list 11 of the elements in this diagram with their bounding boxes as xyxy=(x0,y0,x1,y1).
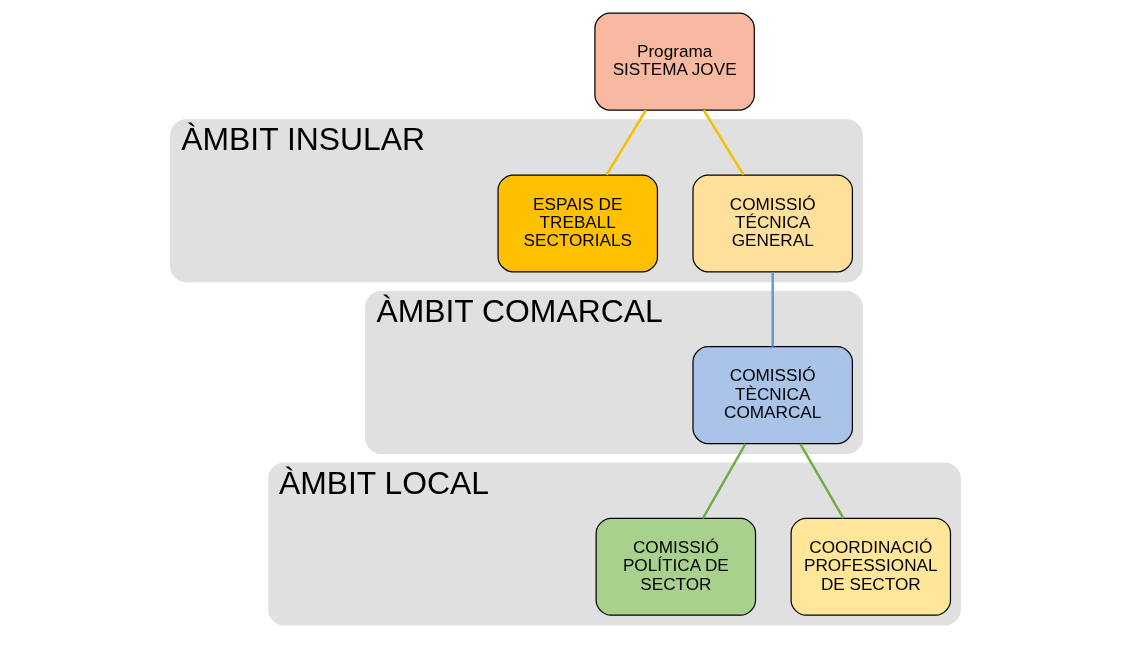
connector xyxy=(798,443,844,519)
node-box: Programa SISTEMA JOVE xyxy=(593,12,755,111)
connector xyxy=(702,109,745,176)
node-box: COMISSIÓ TÉCNICA GENERAL xyxy=(691,174,853,273)
node-box: COMISSIÓ POLÍTICA DE SECTOR xyxy=(595,517,756,616)
connector xyxy=(770,272,774,347)
node-box: COORDINACIÓ PROFESSIONAL DE SECTOR xyxy=(789,517,951,616)
node-box: ESPAIS DE TREBALL SECTORIALS xyxy=(496,174,658,273)
connector xyxy=(701,443,747,519)
connector xyxy=(605,109,647,176)
node-box: COMISSIÓ TÈCNICA COMARCAL xyxy=(691,346,853,445)
